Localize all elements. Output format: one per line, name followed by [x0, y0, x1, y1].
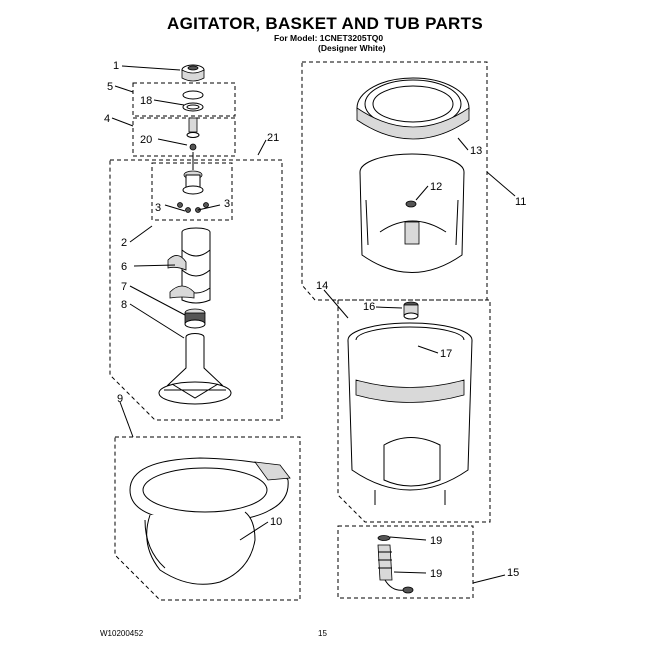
callout-10: 10 — [270, 516, 282, 528]
callout-20: 20 — [140, 134, 152, 146]
callout-12: 12 — [430, 181, 442, 193]
callout-16: 16 — [363, 301, 375, 313]
dog-assembly-part — [177, 170, 209, 213]
outer-tub-part — [347, 322, 473, 505]
callout-19-upper: 19 — [430, 535, 442, 547]
group-box-14 — [337, 299, 491, 523]
color-line: (Designer White) — [318, 43, 386, 53]
group-box-21 — [109, 159, 283, 421]
group-box-11 — [301, 61, 488, 301]
callout-8: 8 — [121, 299, 127, 311]
tub-ring-part — [129, 457, 291, 585]
document-number: W10200452 — [100, 629, 144, 638]
callout-6: 6 — [121, 261, 127, 273]
callout-3-left: 3 — [155, 202, 161, 214]
drain-hose-part — [377, 535, 414, 594]
callout-18: 18 — [140, 95, 152, 107]
basket-part — [359, 153, 465, 273]
page-number: 15 — [318, 629, 327, 638]
callout-9: 9 — [117, 393, 123, 405]
callout-17: 17 — [440, 348, 452, 360]
callout-5: 5 — [107, 81, 113, 93]
group-box-15 — [337, 525, 474, 599]
ring-part — [182, 90, 204, 112]
leader-lines — [111, 65, 516, 584]
callout-19-lower: 19 — [430, 568, 442, 580]
callout-14: 14 — [316, 280, 328, 292]
page-title: AGITATOR, BASKET AND TUB PARTS — [167, 14, 483, 33]
callout-2: 2 — [121, 237, 127, 249]
group-box-4 — [132, 117, 236, 157]
callout-21: 21 — [267, 132, 279, 144]
callout-15: 15 — [507, 567, 519, 579]
callout-11: 11 — [515, 196, 526, 208]
group-box-9 — [114, 436, 301, 601]
clutch-part — [184, 308, 206, 329]
agitator-cap-part — [181, 64, 205, 82]
group-box-3 — [151, 162, 233, 221]
callout-1: 1 — [113, 60, 119, 72]
model-line: For Model: 1CNET3205TQ0 — [274, 33, 384, 43]
callout-13: 13 — [470, 145, 482, 157]
basket-ring-part — [356, 77, 470, 140]
callout-4: 4 — [104, 113, 110, 125]
agitator-base-part — [158, 333, 232, 405]
bolt-part — [186, 117, 200, 151]
callout-7: 7 — [121, 281, 127, 293]
auger-part — [167, 227, 211, 304]
group-box-5 — [132, 82, 236, 117]
drive-nut-part — [403, 301, 419, 320]
callout-3-right: 3 — [224, 198, 230, 210]
